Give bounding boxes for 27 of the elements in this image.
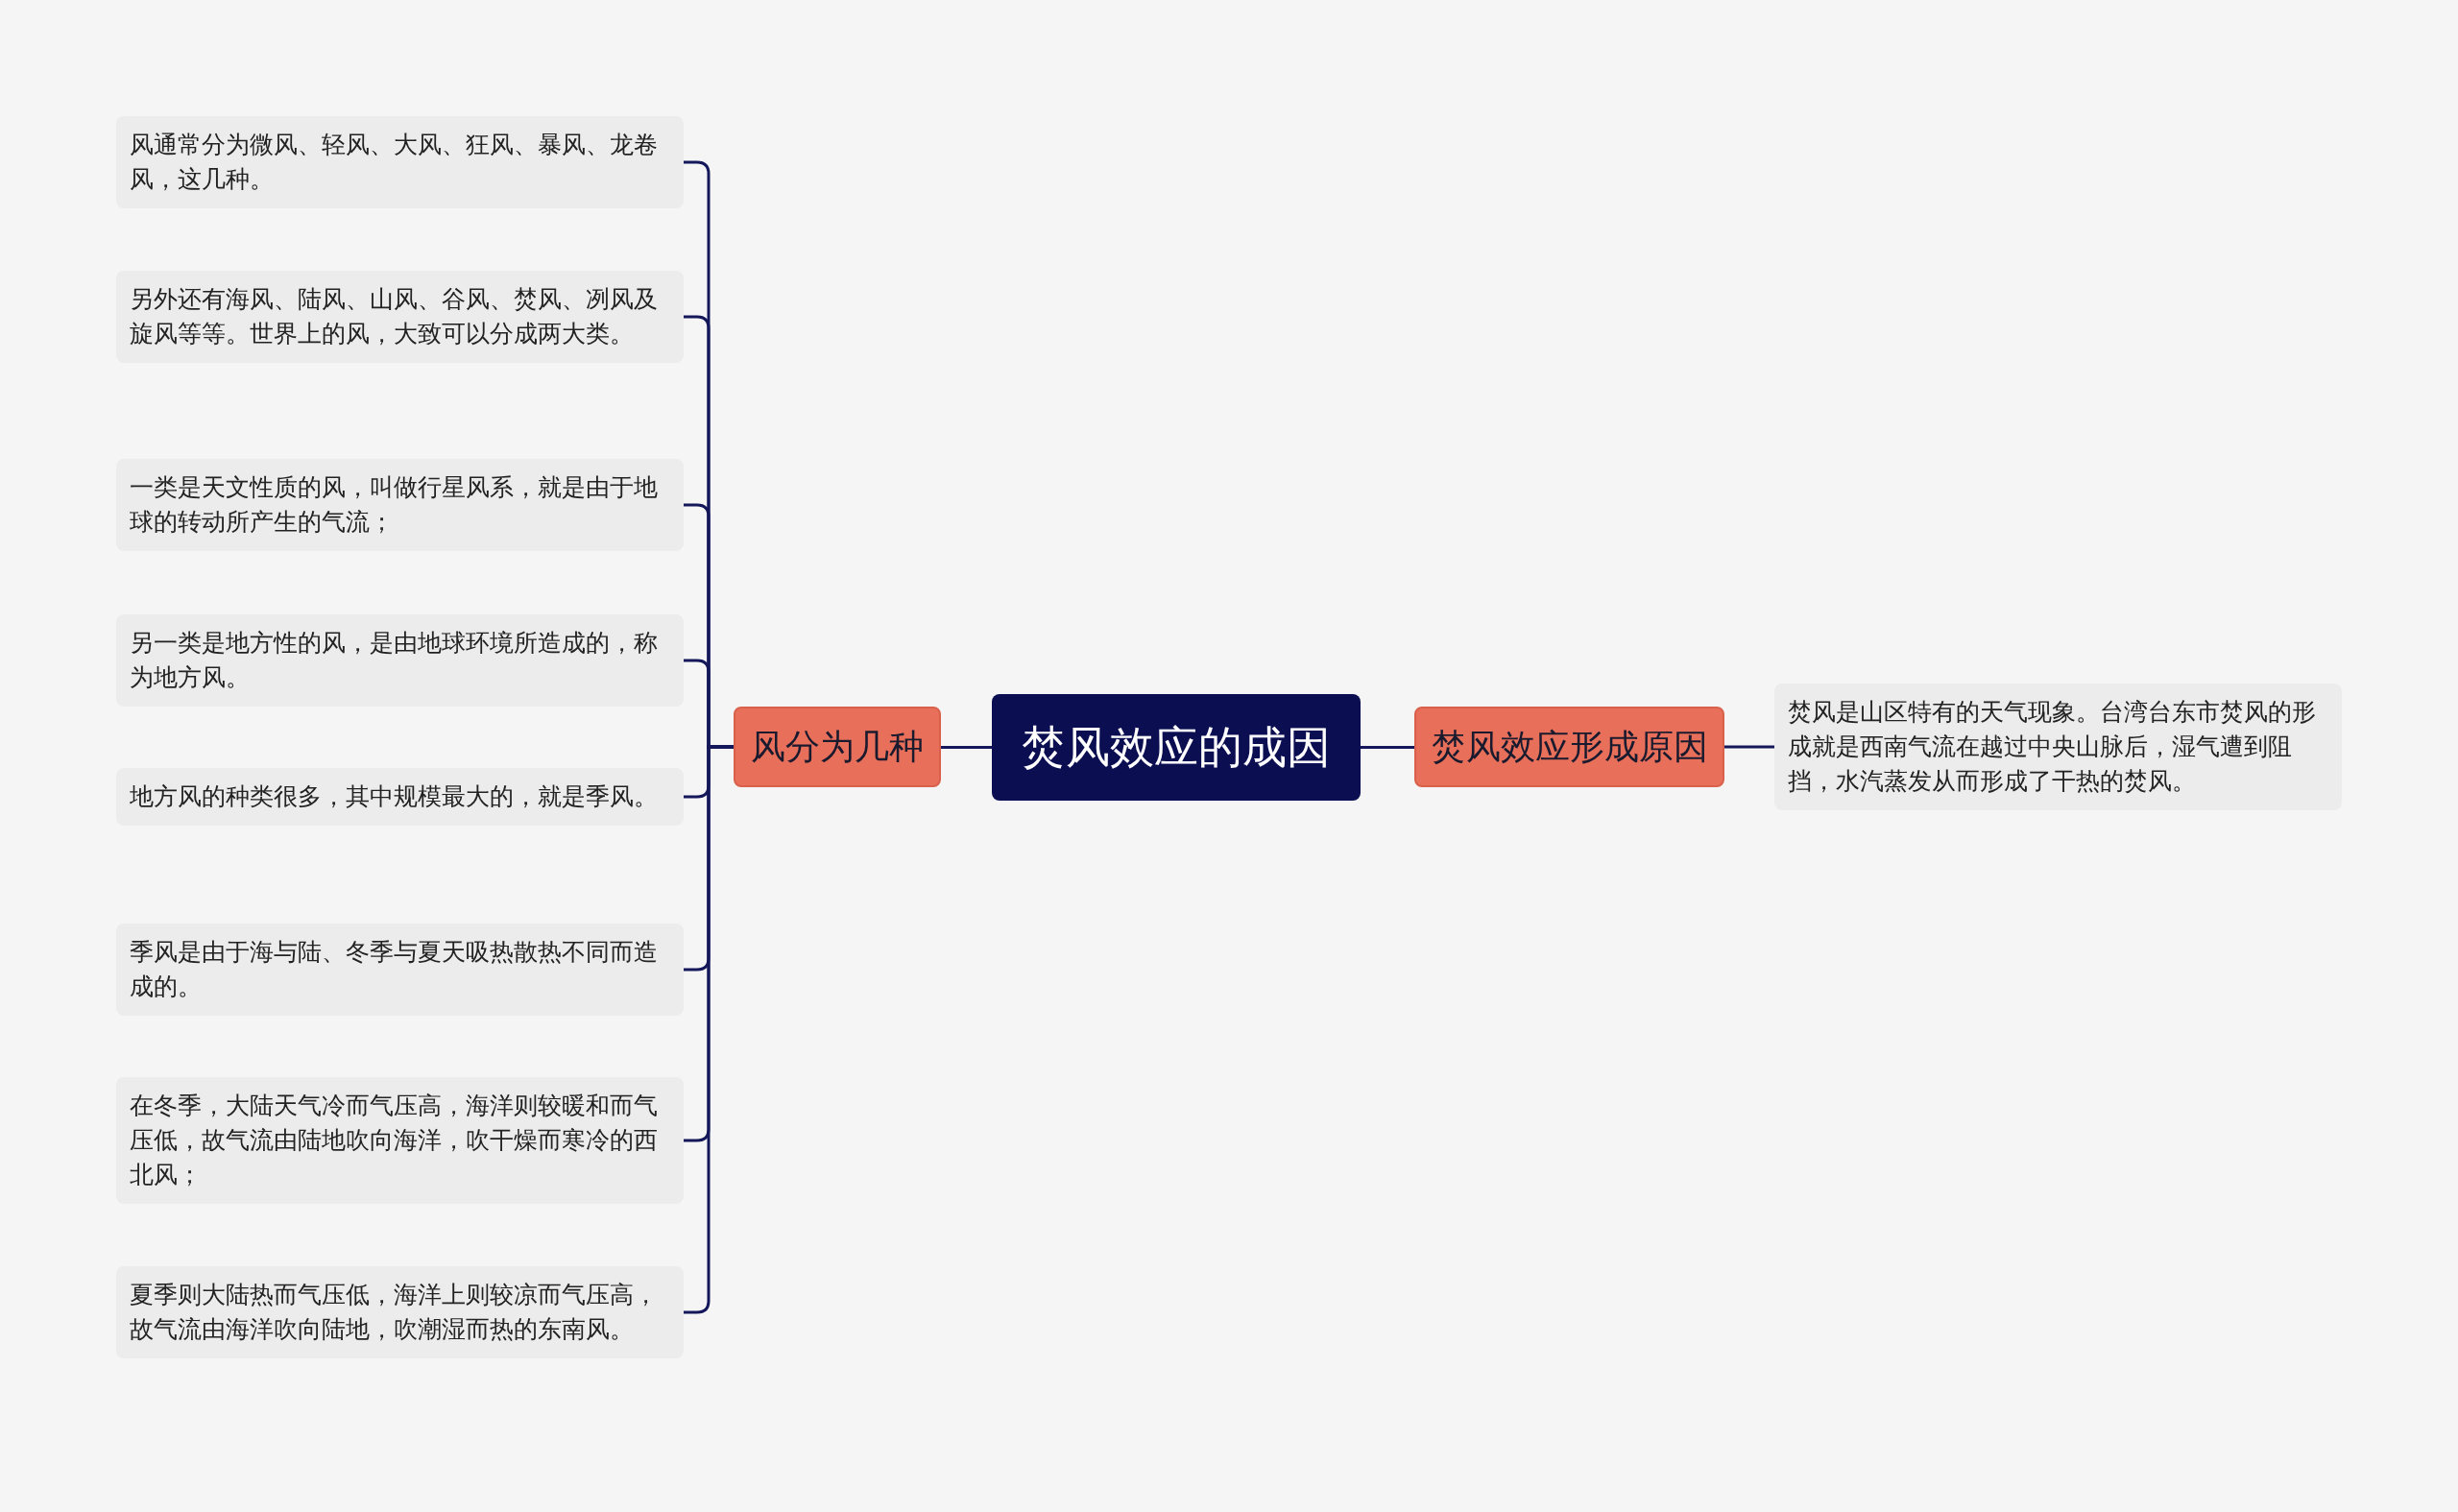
leaf-note-box bbox=[116, 116, 684, 208]
topic-text: 焚风效应形成原因 bbox=[1431, 725, 1708, 768]
leaf-note-box bbox=[116, 1266, 684, 1358]
leaf-note-box bbox=[116, 614, 684, 707]
topic-text: 风通常分为微风、轻风、大风、狂风、暴风、龙卷风，这几种。 bbox=[130, 130, 659, 195]
topic-text: 另一类是地方性的风，是由地球环境所造成的，称为地方风。 bbox=[130, 628, 659, 693]
topic-text: 一类是天文性质的风，叫做行星风系，就是由于地球的转动所产生的气流； bbox=[130, 472, 659, 538]
topic-text: 另外还有海风、陆风、山风、谷风、焚风、冽风及旋风等等。世界上的风，大致可以分成两大类。 bbox=[130, 284, 659, 349]
topic-text: 焚风是山区特有的天气现象。台湾台东市焚风的形成就是西南气流在越过中央山脉后，湿气遭到阻挡，水汽蒸发从而形成了干热的焚风。 bbox=[1788, 697, 2317, 797]
topic-text: 焚风效应的成因 bbox=[1022, 719, 1331, 775]
leaf-note-box bbox=[116, 768, 684, 826]
branch-topic-box bbox=[734, 707, 941, 787]
topic-text: 季风是由于海与陆、冬季与夏天吸热散热不同而造成的。 bbox=[130, 937, 659, 1002]
topic-text: 风分为几种 bbox=[751, 725, 924, 768]
connector-line bbox=[1361, 746, 1414, 749]
leaf-note-box bbox=[1774, 684, 2342, 810]
connector-line bbox=[941, 746, 992, 749]
central-topic-box bbox=[992, 694, 1361, 801]
leaf-note-box bbox=[116, 459, 684, 551]
branch-topic-box bbox=[1414, 707, 1724, 787]
leaf-note-box bbox=[116, 924, 684, 1016]
topic-text: 在冬季，大陆天气冷而气压高，海洋则较暖和而气压低，故气流由陆地吹向海洋，吹干燥而寒冷的西北风； bbox=[130, 1091, 659, 1190]
connector-line bbox=[1724, 745, 1774, 749]
leaf-note-box bbox=[116, 1077, 684, 1204]
topic-text: 地方风的种类很多，其中规模最大的，就是季风。 bbox=[130, 781, 658, 812]
topic-text: 夏季则大陆热而气压低，海洋上则较凉而气压高，故气流由海洋吹向陆地，吹潮湿而热的东南风。 bbox=[130, 1280, 659, 1345]
leaf-note-box bbox=[116, 271, 684, 363]
